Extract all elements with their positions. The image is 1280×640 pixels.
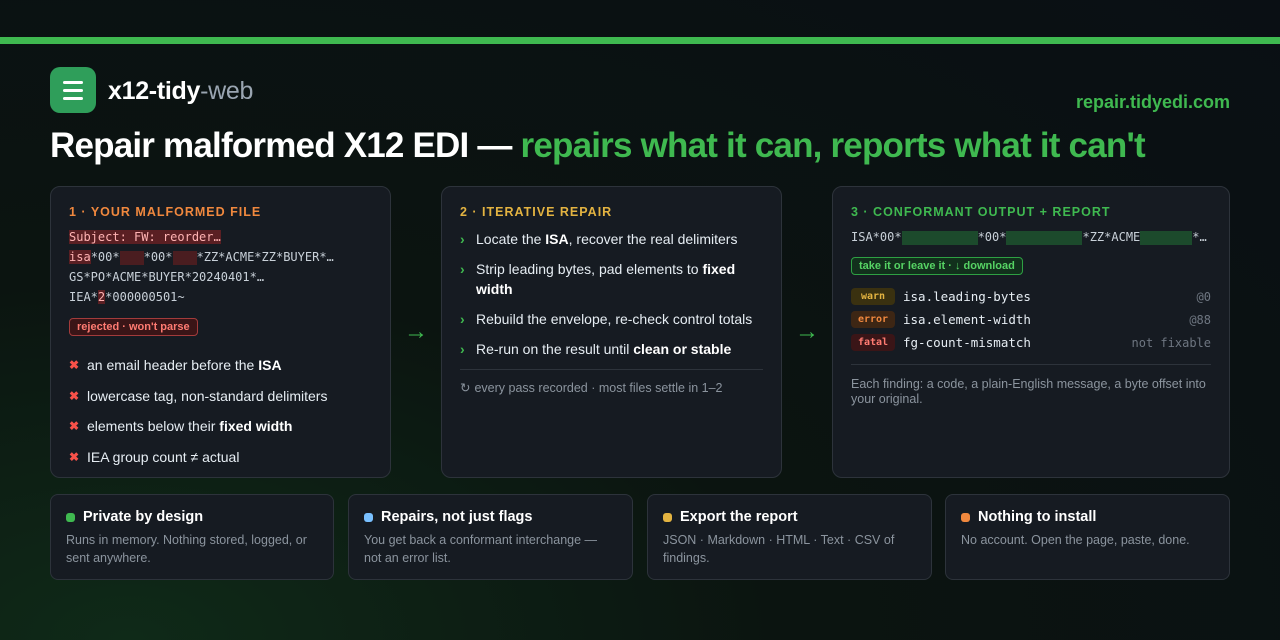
list-item: ✖lowercase tag, non-standard delimiters [69, 387, 328, 404]
finding-code: isa.element-width [903, 312, 1031, 327]
yellow-dot-icon [663, 512, 672, 522]
headline-accent: repairs what it can, reports what it can… [520, 126, 1146, 165]
divider [460, 369, 763, 370]
site-domain-link[interactable]: repair.tidyedi.com [1075, 92, 1230, 112]
cross-icon: ✖ [69, 358, 80, 373]
findings-note: Each finding: a code, a plain-English me… [851, 377, 1206, 406]
gs-line: GS*PO*ACME*BUYER*20240401*… [69, 270, 265, 284]
table-row: fatal fg-count-mismatch not fixable [851, 331, 1211, 354]
feature-title: Nothing to install [978, 509, 1097, 525]
list-item: ›Strip leading bytes, pad elements to fi… [460, 261, 736, 297]
divider [851, 364, 1211, 365]
chevron-right-icon: › [460, 231, 465, 247]
severity-badge: warn [851, 288, 895, 305]
feature-title: Private by design [83, 509, 204, 525]
feature-title: Repairs, not just flags [381, 509, 533, 525]
finding-offset: @0 [1196, 289, 1211, 304]
short-element-highlight [172, 250, 197, 265]
feature-title: Export the report [680, 509, 798, 525]
chevron-right-icon: › [460, 261, 465, 277]
finding-offset: @88 [1189, 312, 1211, 327]
table-row: error isa.element-width @88 [851, 308, 1211, 331]
list-item: ›Re-run on the result until clean or sta… [460, 341, 732, 357]
chevron-right-icon: › [460, 341, 465, 357]
arrow-right-icon: → [795, 318, 819, 345]
list-item: ›Rebuild the envelope, re-check control … [460, 311, 753, 327]
finding-offset: not fixable [1131, 335, 1211, 350]
findings-list: warn isa.leading-bytes @0 error isa.element… [851, 285, 1211, 354]
padded-element-highlight [901, 230, 978, 245]
card-title: 2 · ITERATIVE REPAIR [460, 205, 613, 219]
refresh-icon: ↻ [460, 381, 471, 395]
iterative-repair-card: 2 · ITERATIVE REPAIR ›Locate the ISA, re… [441, 186, 782, 478]
cross-icon: ✖ [69, 388, 80, 403]
severity-badge: fatal [851, 334, 895, 351]
short-element-highlight [119, 250, 144, 265]
feature-desc: No account. Open the page, paste, done. [961, 533, 1190, 547]
download-button[interactable]: take it or leave it · ↓ download [851, 257, 1023, 275]
malformed-file-card: 1 · YOUR MALFORMED FILE Subject: FW: reo… [50, 186, 391, 478]
blue-dot-icon [364, 512, 373, 522]
chevron-right-icon: › [460, 311, 465, 327]
finding-code: fg-count-mismatch [903, 335, 1031, 350]
cross-icon: ✖ [69, 419, 80, 434]
email-header-line: Subject: FW: reorder… [69, 230, 221, 244]
card-title: 1 · YOUR MALFORMED FILE [69, 205, 262, 219]
list-item: ›Locate the ISA, recover the real delimi… [460, 231, 738, 247]
arrow-right-icon: → [404, 318, 428, 345]
table-row: warn isa.leading-bytes @0 [851, 285, 1211, 308]
feature-repairs: Repairs, not just flags You get back a c… [348, 494, 633, 580]
card-title: 3 · CONFORMANT OUTPUT + REPORT [851, 205, 1111, 219]
bad-count-highlight: 2 [97, 290, 106, 304]
list-item: ✖IEA group count ≠ actual [69, 448, 240, 465]
severity-badge: error [851, 311, 895, 328]
rejected-badge: rejected · won't parse [69, 318, 198, 336]
list-item: ✖an email header before the ISA [69, 357, 282, 374]
finding-code: isa.leading-bytes [903, 289, 1031, 304]
feature-desc: Runs in memory. Nothing stored, logged, … [66, 533, 307, 565]
page-headline: Repair malformed X12 EDI — repairs what … [50, 126, 1146, 166]
list-item: ✖elements below their fixed width [69, 418, 293, 435]
malformed-code-block: Subject: FW: reorder… isa*00**00**ZZ*ACM… [69, 227, 372, 307]
padded-element-highlight [1006, 230, 1083, 245]
orange-dot-icon [961, 512, 970, 522]
green-dot-icon [66, 512, 75, 522]
top-accent-bar [0, 37, 1280, 44]
lowercase-tag: isa [69, 250, 91, 264]
feature-desc: JSON · Markdown · HTML · Text · CSV of f… [663, 533, 895, 565]
output-report-card: 3 · CONFORMANT OUTPUT + REPORT ISA*00**0… [832, 186, 1230, 478]
repair-steps: ›Locate the ISA, recover the real delimi… [460, 229, 763, 359]
passes-note: ↻every pass recorded · most files settle… [460, 381, 723, 395]
feature-export: Export the report JSON · Markdown · HTML… [647, 494, 932, 580]
app-logo-icon [50, 67, 96, 113]
feature-no-install: Nothing to install No account. Open the … [945, 494, 1230, 580]
conformant-code-line: ISA*00**00**ZZ*ACME*… [851, 230, 1207, 245]
issue-list: ✖an email header before the ISA ✖lowerca… [69, 350, 372, 472]
padded-element-highlight [1140, 230, 1193, 245]
feature-desc: You get back a conformant interchange — … [364, 533, 598, 565]
brand-name: x12-tidy-web [108, 77, 254, 105]
cross-icon: ✖ [69, 449, 80, 464]
feature-private: Private by design Runs in memory. Nothin… [50, 494, 334, 580]
headline-main: Repair malformed X12 EDI — [50, 126, 521, 165]
